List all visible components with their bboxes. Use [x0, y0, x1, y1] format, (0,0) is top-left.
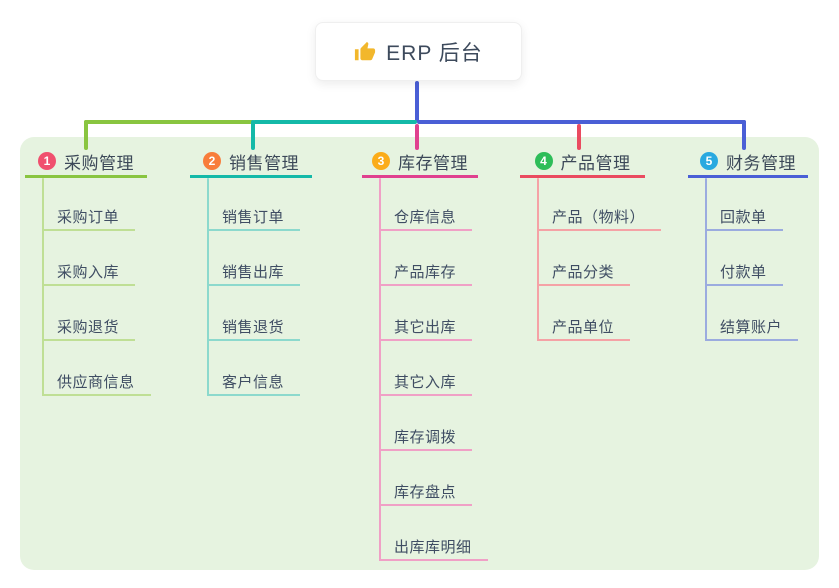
child-node-label: 销售退货: [222, 318, 285, 336]
child-node[interactable]: 产品（物料）: [537, 203, 662, 231]
child-node[interactable]: 出库库明细: [379, 533, 488, 561]
branch-header-3[interactable]: 3 库存管理: [362, 147, 478, 178]
branch-drop-5: [742, 120, 746, 150]
child-node-label: 其它出库: [394, 318, 457, 336]
branch-label: 销售管理: [229, 153, 299, 173]
child-node-label: 产品单位: [552, 318, 615, 336]
child-node[interactable]: 销售出库: [207, 258, 301, 286]
branch-drop-3: [415, 124, 419, 150]
branch-drop-2: [251, 120, 255, 150]
child-node-label: 采购订单: [57, 208, 120, 226]
branch-header-4[interactable]: 4 产品管理: [520, 147, 645, 178]
branches-background-panel: [20, 137, 819, 570]
child-node[interactable]: 产品单位: [537, 313, 631, 341]
child-connector-3: [379, 178, 381, 561]
bus-segment-blue: [417, 120, 746, 124]
child-node[interactable]: 客户信息: [207, 368, 301, 396]
child-node-label: 其它入库: [394, 373, 457, 391]
child-node-label: 客户信息: [222, 373, 285, 391]
child-node-label: 产品库存: [394, 263, 457, 281]
child-node-label: 产品分类: [552, 263, 615, 281]
child-node[interactable]: 结算账户: [705, 313, 799, 341]
child-node[interactable]: 其它出库: [379, 313, 473, 341]
child-node[interactable]: 回款单: [705, 203, 783, 231]
branch-drop-1: [84, 120, 88, 150]
branch-label: 库存管理: [398, 153, 468, 173]
child-node-label: 销售订单: [222, 208, 285, 226]
child-node-label: 仓库信息: [394, 208, 457, 226]
branch-badge-2: 2: [203, 152, 221, 170]
root-connector-line: [415, 81, 419, 122]
child-node[interactable]: 库存调拨: [379, 423, 473, 451]
child-node-label: 结算账户: [720, 318, 783, 336]
child-node[interactable]: 采购订单: [42, 203, 136, 231]
thumbs-up-icon: [354, 41, 376, 63]
root-node-label: ERP 后台: [386, 41, 483, 65]
child-node[interactable]: 供应商信息: [42, 368, 151, 396]
branch-badge-4: 4: [534, 152, 553, 170]
child-node[interactable]: 仓库信息: [379, 203, 473, 231]
child-node-label: 产品（物料）: [552, 208, 646, 226]
bus-segment-teal: [253, 120, 417, 124]
child-connector-1: [42, 178, 44, 396]
child-node[interactable]: 产品分类: [537, 258, 631, 286]
child-connector-5: [705, 178, 707, 341]
child-node-label: 供应商信息: [57, 373, 135, 391]
branch-header-5[interactable]: 5 财务管理: [688, 147, 808, 178]
child-connector-2: [207, 178, 209, 396]
child-node-label: 回款单: [720, 208, 767, 226]
branch-label: 财务管理: [726, 153, 796, 173]
child-node[interactable]: 销售退货: [207, 313, 301, 341]
bus-segment-green: [84, 120, 254, 124]
child-node-label: 付款单: [720, 263, 767, 281]
child-node[interactable]: 产品库存: [379, 258, 473, 286]
branch-badge-5: 5: [700, 152, 718, 170]
child-node[interactable]: 付款单: [705, 258, 783, 286]
child-node[interactable]: 库存盘点: [379, 478, 473, 506]
branch-label: 产品管理: [560, 153, 631, 173]
child-node[interactable]: 其它入库: [379, 368, 473, 396]
branch-badge-1: 1: [38, 152, 56, 170]
child-node[interactable]: 销售订单: [207, 203, 301, 231]
root-node[interactable]: ERP 后台: [315, 22, 522, 81]
child-node-label: 库存盘点: [394, 483, 457, 501]
branch-badge-3: 3: [372, 152, 390, 170]
child-connector-4: [537, 178, 539, 341]
child-node-label: 采购入库: [57, 263, 120, 281]
child-node[interactable]: 采购入库: [42, 258, 136, 286]
branch-header-1[interactable]: 1 采购管理: [25, 147, 147, 178]
branch-header-2[interactable]: 2 销售管理: [190, 147, 312, 178]
child-node-label: 出库库明细: [394, 538, 472, 556]
child-node-label: 销售出库: [222, 263, 285, 281]
child-node-label: 采购退货: [57, 318, 120, 336]
branch-drop-4: [577, 124, 581, 150]
branch-label: 采购管理: [64, 153, 134, 173]
child-node[interactable]: 采购退货: [42, 313, 136, 341]
child-node-label: 库存调拨: [394, 428, 457, 446]
